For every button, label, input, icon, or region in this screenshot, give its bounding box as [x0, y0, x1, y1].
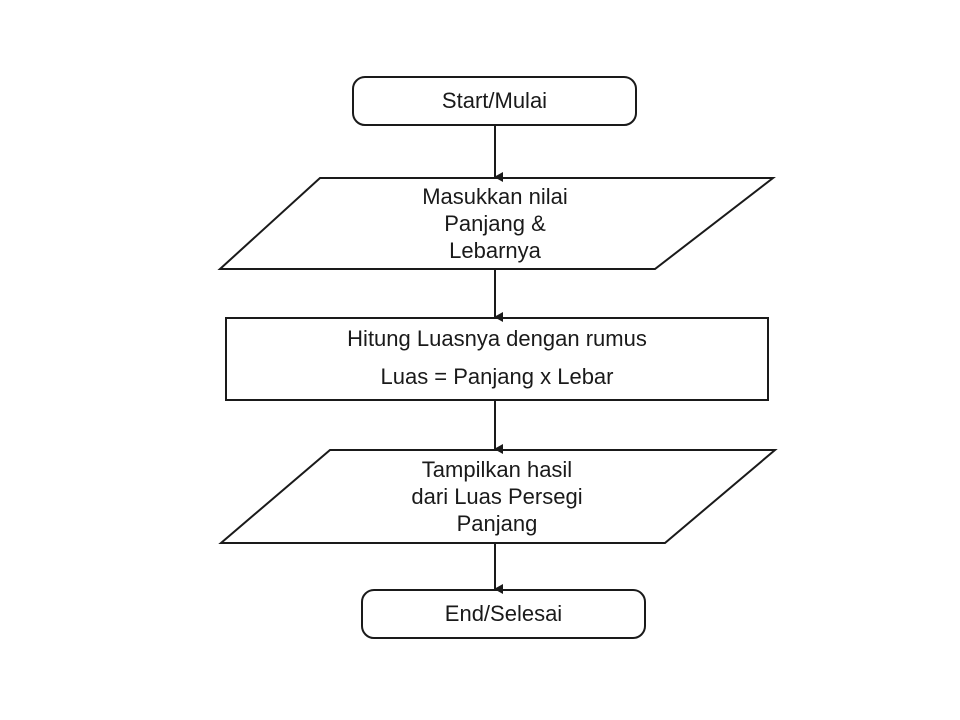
process-label: Hitung Luasnya dengan rumus Luas = Panja… [226, 320, 768, 396]
end-label: End/Selesai [362, 600, 645, 627]
output-label: Tampilkan hasil dari Luas Persegi Panjan… [327, 456, 667, 537]
start-text: Start/Mulai [441, 88, 548, 113]
end-text: End/Selesai [444, 601, 563, 626]
process-line-1: Hitung Luasnya dengan rumus [347, 326, 647, 351]
output-line-3: Panjang [456, 511, 538, 536]
input-parallelogram [217, 177, 776, 270]
input-label: Masukkan nilai Panjang & Lebarnya [320, 183, 670, 264]
process-line-2: Luas = Panjang x Lebar [380, 364, 614, 389]
output-parallelogram [218, 449, 778, 544]
end-terminator [361, 589, 646, 639]
output-line-1: Tampilkan hasil [421, 457, 573, 482]
start-label: Start/Mulai [353, 87, 636, 114]
input-line-3: Lebarnya [449, 238, 541, 263]
input-line-2: Panjang & [444, 211, 546, 236]
process-box [225, 317, 769, 401]
input-line-1: Masukkan nilai [422, 184, 568, 209]
output-line-2: dari Luas Persegi [411, 484, 583, 509]
